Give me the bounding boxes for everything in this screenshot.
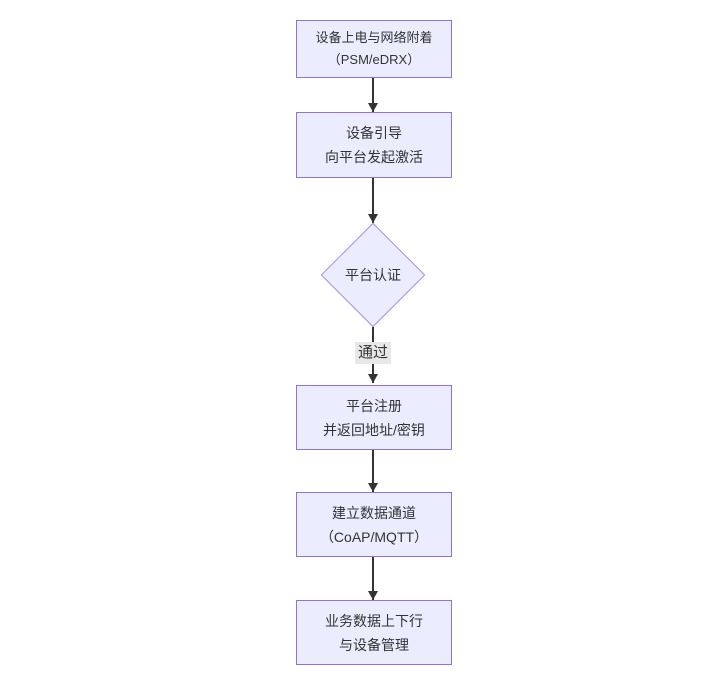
arrowhead-down-icon xyxy=(368,591,379,600)
node-label-line: （PSM/eDRX） xyxy=(327,52,421,67)
node-business-data-device-mgmt: 业务数据上下行 与设备管理 xyxy=(296,600,452,665)
node-label-line: 业务数据上下行 xyxy=(325,612,423,629)
node-device-bootstrap: 设备引导 向平台发起激活 xyxy=(296,112,452,178)
arrowhead-down-icon xyxy=(368,214,379,223)
node-power-on-network-attach: 设备上电与网络附着 （PSM/eDRX） xyxy=(296,20,452,78)
node-label-line: 并返回地址/密钥 xyxy=(323,421,425,438)
arrowhead-down-icon xyxy=(368,483,379,492)
node-label-line: 设备引导 xyxy=(346,125,402,141)
node-platform-register: 平台注册 并返回地址/密钥 xyxy=(296,385,452,450)
arrowhead-down-icon xyxy=(368,374,379,383)
node-label-line: （CoAP/MQTT） xyxy=(319,528,429,545)
decision-platform-auth-label: 平台认证 xyxy=(345,267,401,283)
edge-arrow-2 xyxy=(368,178,379,223)
edge-arrow-1 xyxy=(368,78,379,112)
edge-arrow-4 xyxy=(368,450,379,492)
edge-arrow-5 xyxy=(368,557,379,600)
node-label-line: 建立数据通道 xyxy=(332,504,416,521)
arrowhead-down-icon xyxy=(368,103,379,112)
node-label-line: 向平台发起激活 xyxy=(325,149,423,165)
node-label-line: 与设备管理 xyxy=(339,636,409,653)
node-data-channel: 建立数据通道 （CoAP/MQTT） xyxy=(296,492,452,557)
edge-label-pass: 通过 xyxy=(354,342,392,364)
node-label-line: 平台注册 xyxy=(346,397,402,414)
node-label-line: 设备上电与网络附着 xyxy=(315,30,433,45)
